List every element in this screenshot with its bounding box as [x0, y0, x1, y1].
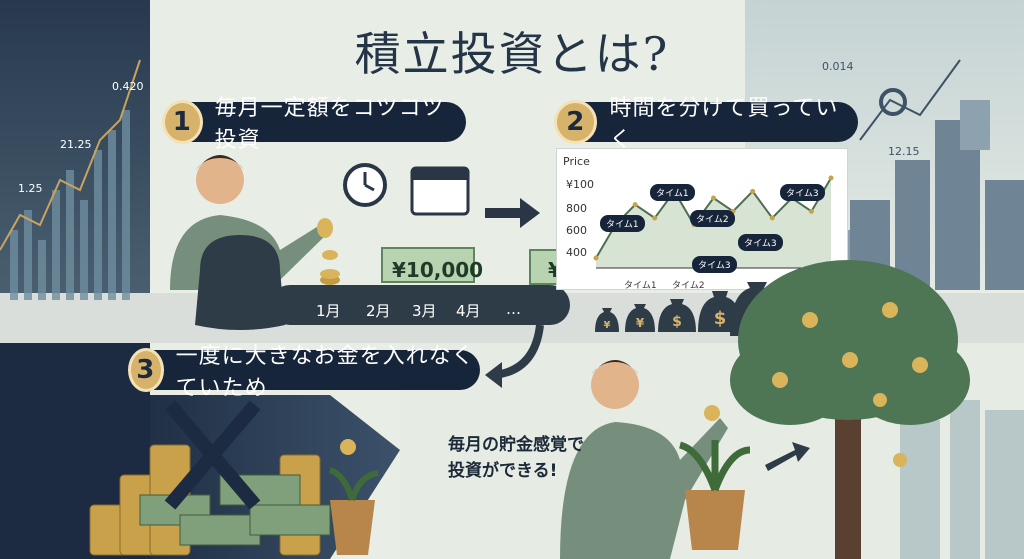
price-point	[711, 195, 716, 201]
arrow-icon	[765, 442, 810, 471]
time-badge: タイム3	[692, 256, 737, 273]
price-point	[769, 215, 775, 221]
price-point	[808, 208, 814, 214]
step-3-pill: 3 一度に大きなお金を入れなくていため	[128, 344, 480, 401]
money-bag-icon	[595, 308, 619, 332]
plant-pot-icon	[330, 500, 375, 555]
price-y-tick: 400	[566, 246, 587, 259]
caption: 毎月の貯金感覚で 投資ができる!	[448, 432, 584, 484]
caption-line: 毎月の貯金感覚で	[448, 435, 584, 455]
conveyor-belt	[270, 285, 570, 325]
price-y-tick: 800	[566, 202, 587, 215]
time-badge: タイム3	[780, 184, 825, 201]
price-y-tick: ¥100	[566, 178, 594, 191]
page-title: 積立投資とは?	[354, 27, 670, 81]
time-badge: タイム1	[600, 215, 645, 232]
price-point	[632, 202, 638, 208]
belt-month-label: 1月	[316, 302, 341, 320]
wallet-icon	[195, 235, 285, 330]
person-body	[560, 418, 728, 559]
step-1-pill: 1 毎月一定額をコツコツ投資	[162, 96, 466, 153]
svg-text:¥: ¥	[636, 316, 645, 330]
step-2-pill: 2 時間を分けて買っていく	[554, 96, 858, 153]
belt-month-label: 4月	[456, 302, 481, 320]
person-head	[591, 361, 639, 409]
time-badge: タイム1	[650, 184, 695, 201]
price-y-tick: 600	[566, 224, 587, 237]
coin-icon	[340, 439, 356, 455]
time-badge: タイム2	[690, 210, 735, 227]
plant-pot-icon	[685, 490, 745, 550]
price-x-label: タイム1	[624, 281, 657, 291]
left-chart-tick: 1.25	[18, 182, 43, 195]
svg-text:$: $	[714, 308, 727, 329]
growth-illustration	[560, 260, 970, 559]
right-chart-tick: 0.014	[822, 60, 854, 73]
step-1-text: 毎月一定額をコツコツ投資	[214, 96, 445, 153]
tree-trunk	[835, 410, 861, 559]
svg-text:¥: ¥	[604, 320, 611, 331]
curved-arrow-icon	[485, 324, 544, 388]
price-point	[828, 175, 834, 181]
bill-amount: ¥10,000	[392, 258, 484, 282]
price-point	[750, 188, 756, 194]
step-1-number: 1	[162, 100, 203, 144]
step-2-number: 2	[554, 100, 598, 144]
belt-month-label: …	[506, 300, 521, 318]
coin-icon	[317, 218, 333, 238]
time-badge: タイム3	[738, 234, 783, 251]
price-point	[593, 255, 599, 261]
money-bag-icon	[658, 299, 696, 332]
price-axis-label: Price	[563, 155, 590, 168]
price-point	[652, 215, 658, 221]
step-3-text: 一度に大きなお金を入れなくていため	[175, 344, 475, 401]
belt-month-label: 3月	[412, 302, 437, 320]
step-2-text: 時間を分けて買っていく	[609, 96, 839, 153]
left-chart-tick: 21.25	[60, 138, 92, 151]
price-x-label: タイム2	[672, 281, 705, 291]
person-head	[196, 156, 244, 204]
money-tree-icon	[730, 260, 970, 425]
svg-text:$: $	[672, 314, 682, 330]
arrow-right-icon	[485, 198, 540, 228]
bill	[381, 247, 475, 283]
left-chart-tick: 0.420	[112, 80, 144, 93]
belt-month-label: 2月	[366, 302, 391, 320]
step-3-number: 3	[128, 348, 164, 392]
right-chart-tick: 12.15	[888, 145, 920, 158]
lump-sum-illustration	[89, 400, 379, 556]
step-1-illustration	[170, 155, 570, 330]
caption-line: 投資ができる!	[448, 461, 558, 481]
money-bag-icon	[625, 304, 655, 332]
